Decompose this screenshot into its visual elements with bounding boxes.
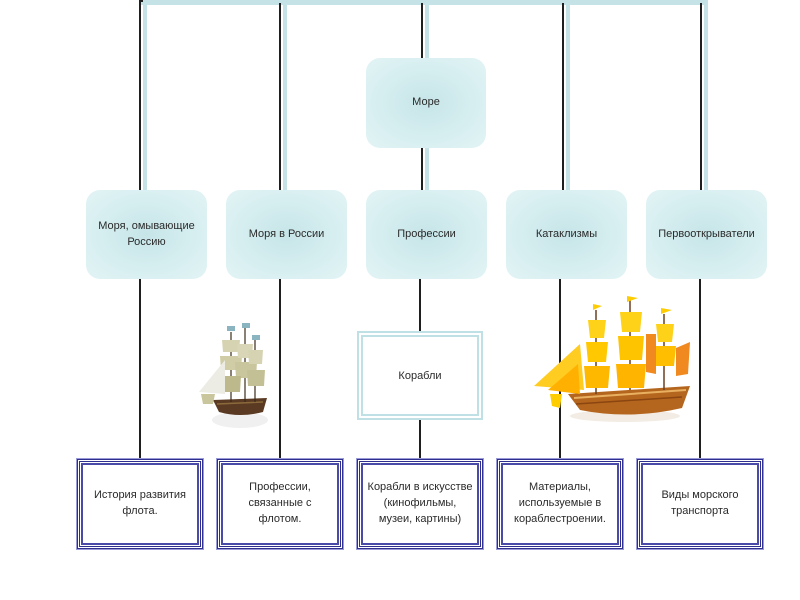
leaf-label: Материалы, используемые в кораблестроени… xyxy=(514,481,606,525)
connector-col5-upper-light xyxy=(704,0,708,192)
root-node-sea[interactable]: Море xyxy=(366,58,486,148)
node-label: Моря, омывающие Россию xyxy=(98,219,195,248)
connector-col3-mid-light xyxy=(425,148,429,192)
connector-col4-upper xyxy=(562,3,564,192)
connector-col1-lower xyxy=(139,278,141,460)
node-seas-around-russia[interactable]: Моря, омывающие Россию xyxy=(86,190,207,279)
leaf-sea-transport-types[interactable]: Виды морского транспорта xyxy=(637,459,763,549)
connector-col3-lower-b xyxy=(419,420,421,460)
top-connector-dark xyxy=(139,0,143,2)
leaf-shipbuilding-materials[interactable]: Материалы, используемые в кораблестроени… xyxy=(497,459,623,549)
connector-col4-upper-light xyxy=(566,3,570,192)
top-connector-light xyxy=(140,0,708,5)
node-label: Профессии xyxy=(397,227,456,240)
connector-col3-lower-a xyxy=(419,278,421,332)
leaf-fleet-history[interactable]: История развития флота. xyxy=(77,459,203,549)
leaf-label: Виды морского транспорта xyxy=(661,489,739,517)
connector-col5-lower xyxy=(699,278,701,460)
connector-col5-upper xyxy=(700,3,702,192)
node-discoverers[interactable]: Первооткрыватели xyxy=(646,190,767,279)
node-ships[interactable]: Корабли xyxy=(357,331,483,420)
leaf-fleet-professions[interactable]: Профессии, связанные с флотом. xyxy=(217,459,343,549)
connector-col2-upper-light xyxy=(283,3,287,192)
connector-col1-upper-light xyxy=(143,3,147,192)
node-label: Первооткрыватели xyxy=(658,227,755,240)
node-label: Корабли xyxy=(398,369,442,382)
node-label: Моря в России xyxy=(248,227,325,240)
leaf-label: Корабли в искусстве (кинофильмы, музеи, … xyxy=(367,481,473,525)
leaf-label: История развития флота. xyxy=(94,489,186,517)
old-sailing-ship-image xyxy=(199,323,268,428)
root-node-label: Море xyxy=(412,96,440,109)
node-seas-in-russia[interactable]: Моря в России xyxy=(226,190,347,279)
node-label: Катаклизмы xyxy=(535,227,598,240)
golden-sailing-ship-image xyxy=(534,296,690,422)
node-professions[interactable]: Профессии xyxy=(366,190,487,279)
connector-col1-upper xyxy=(139,0,141,192)
connector-col3-upper xyxy=(421,3,423,58)
connector-col3-mid xyxy=(421,148,423,192)
connector-col3-upper-light xyxy=(425,3,429,58)
node-cataclysms[interactable]: Катаклизмы xyxy=(506,190,627,279)
connector-col2-upper xyxy=(279,3,281,192)
connector-col2-lower xyxy=(279,278,281,460)
leaf-label: Профессии, связанные с флотом. xyxy=(248,481,312,525)
leaf-ships-in-art[interactable]: Корабли в искусстве (кинофильмы, музеи, … xyxy=(357,459,483,549)
